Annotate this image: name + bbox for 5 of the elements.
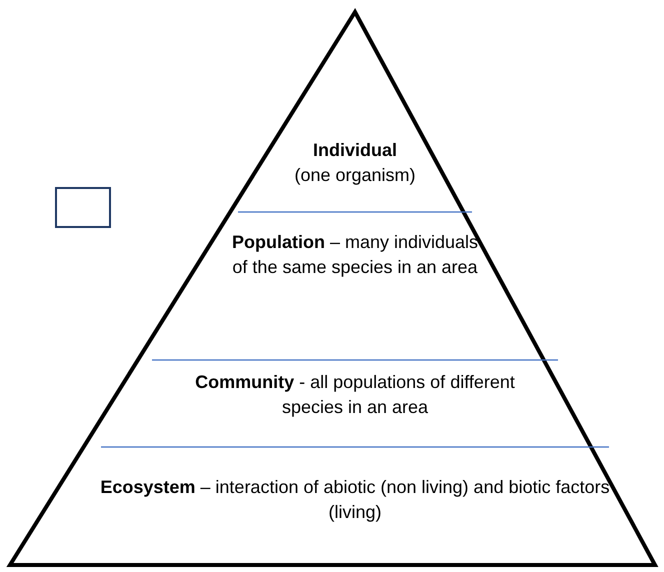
- level-description: (one organism): [293, 164, 417, 188]
- level-description: Community - all populations of different species in an area: [194, 371, 516, 420]
- level-description: Population – many individuals of the same species in an area: [230, 231, 480, 280]
- level-description: Ecosystem – interaction of abiotic (non living) and biotic factors (living): [99, 476, 611, 524]
- level-heading: Individual: [312, 139, 398, 162]
